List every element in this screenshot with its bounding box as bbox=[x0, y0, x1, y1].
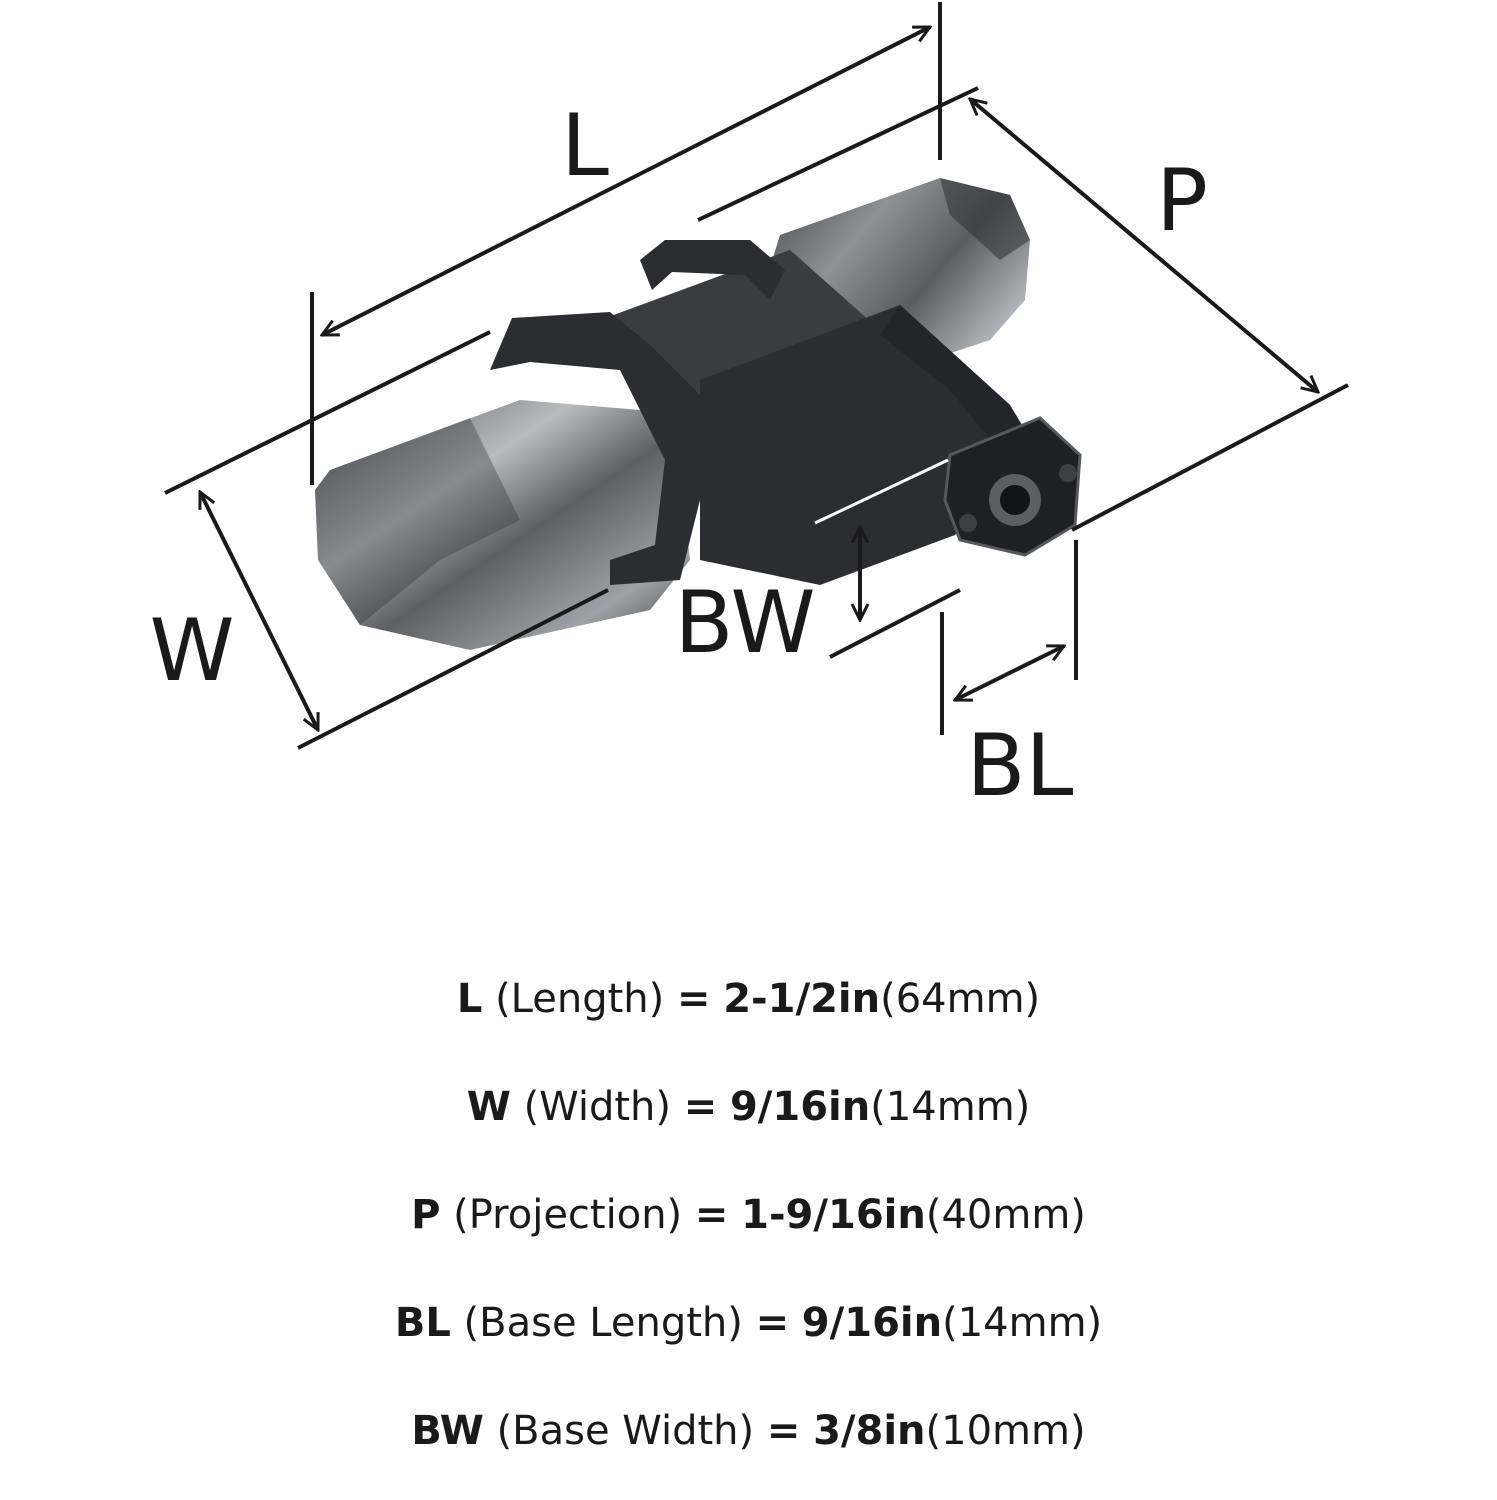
bracket-near bbox=[490, 312, 705, 585]
knob-illustration bbox=[315, 178, 1082, 650]
dimension-length: L bbox=[310, 2, 942, 485]
label-base-length: BL bbox=[967, 716, 1074, 816]
bar-near-end bbox=[315, 400, 690, 650]
label-length: L bbox=[561, 96, 609, 196]
dimension-base-width: BW bbox=[675, 527, 961, 673]
spec-row-projection: P (Projection) = 1-9/16in(40mm) bbox=[411, 1192, 1086, 1238]
dimension-base-length: BL bbox=[940, 540, 1078, 816]
label-projection: P bbox=[1156, 151, 1208, 251]
spec-row-base-width: BW (Base Width) = 3/8in(10mm) bbox=[411, 1408, 1086, 1454]
label-base-width: BW bbox=[675, 573, 816, 673]
spec-row-width: W (Width) = 9/16in(14mm) bbox=[466, 1084, 1031, 1130]
screw-head bbox=[1059, 464, 1077, 482]
dimension-projection: P bbox=[697, 86, 1349, 532]
dimension-width: W bbox=[149, 330, 609, 750]
spec-row-length: L (Length) = 2-1/2in(64mm) bbox=[456, 976, 1041, 1022]
spec-row-base-length: BL (Base Length) = 9/16in(14mm) bbox=[394, 1300, 1103, 1346]
dimension-diagram: L P W BW BL bbox=[149, 2, 1349, 816]
spec-list: L (Length) = 2-1/2in(64mm) W (Width) = 9… bbox=[0, 945, 1497, 1485]
screw-head bbox=[959, 514, 977, 532]
label-width: W bbox=[149, 601, 234, 701]
